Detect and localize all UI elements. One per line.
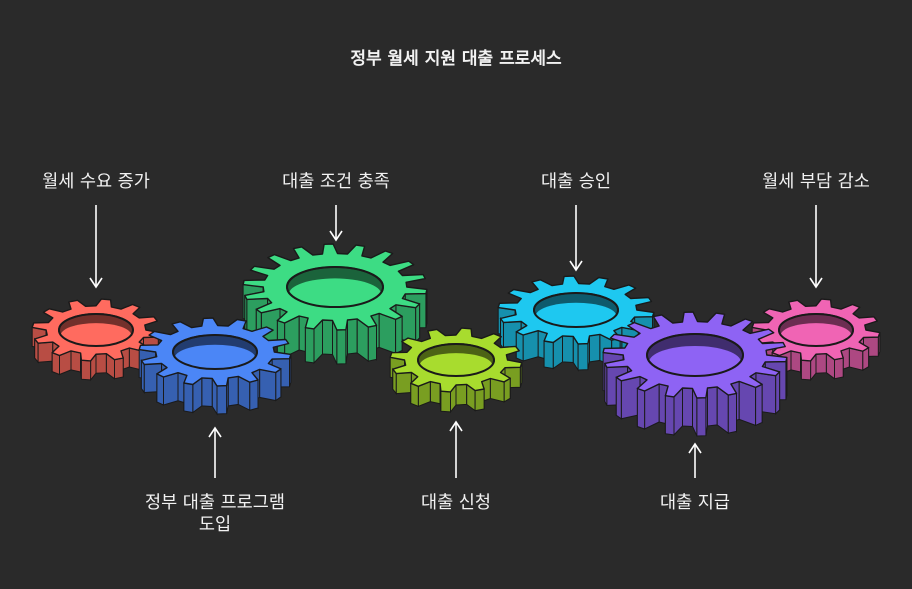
gear-hole-rim [778, 313, 854, 347]
gear-side-face [275, 367, 282, 402]
gear-side-face [70, 350, 82, 373]
step-label: 정부 대출 프로그램 [145, 493, 285, 513]
gear-side-face [415, 302, 421, 343]
gear-side-face [790, 350, 802, 373]
gear-loan-disbursement [602, 311, 788, 437]
gear-side-face [815, 353, 827, 374]
gear-side-face [755, 383, 763, 427]
step-label: 대출 지급 [660, 493, 730, 513]
gear-hole-rim [172, 334, 258, 370]
gear-hole-rim [58, 313, 134, 347]
gear-side-face [522, 330, 539, 362]
gear-loan-conditions-relaxed [242, 243, 428, 365]
gear-side-face [336, 329, 347, 365]
gear-hole-floor [648, 345, 742, 379]
gear-hole-floor [288, 278, 382, 310]
gear-side-face [114, 357, 124, 380]
gear-side-face [738, 380, 757, 427]
gear-side-face [455, 383, 468, 406]
step-loan-disbursement: 대출 지급 [660, 442, 730, 513]
arrow-head-icon [449, 420, 463, 432]
arrow-head-icon [329, 230, 343, 242]
gear-side-face [395, 315, 403, 355]
gear-hole-rim [533, 292, 619, 328]
gear-side-face [216, 385, 228, 415]
gear-side-face [589, 333, 601, 363]
gear-side-face [249, 379, 259, 411]
gear-loan-application [389, 327, 523, 414]
gear-side-face [347, 318, 358, 355]
gear-side-face [664, 395, 675, 436]
gear-side-face [440, 390, 451, 413]
gear-side-face [367, 324, 377, 362]
gear-side-face [775, 370, 781, 415]
gear-hole-floor [60, 323, 132, 349]
gear-side-face [183, 382, 194, 414]
gear-side-face [395, 371, 412, 395]
gear-hole-floor [780, 323, 852, 349]
gear-hole-floor [174, 344, 256, 372]
gear-hole-floor [419, 353, 493, 379]
diagram-title: 정부 월세 지원 대출 프로세스 [350, 49, 562, 69]
step-label: 도입 [199, 515, 231, 535]
gear-side-face [800, 359, 812, 381]
step-label: 월세 수요 증가 [42, 172, 150, 192]
gear-hole-rim [417, 343, 495, 377]
gear-side-face [51, 351, 60, 376]
gear-side-face [156, 373, 164, 406]
gear-side-face [227, 375, 239, 407]
gear-hole-rim [646, 333, 744, 377]
arrow-head-icon [569, 260, 583, 272]
arrow-head-icon [208, 426, 222, 438]
step-rent-burden-reduction: 월세 부담 감소 [762, 172, 870, 289]
arrow-head-icon [89, 277, 103, 289]
step-rent-demand-increase: 월세 수요 증가 [42, 172, 150, 289]
step-label: 대출 승인 [541, 172, 611, 192]
gear-side-face [577, 343, 589, 371]
gear-side-face [696, 397, 707, 437]
gear-side-face [201, 377, 213, 408]
gear-side-face [304, 327, 315, 364]
arrow-head-icon [688, 442, 702, 454]
gear-side-face [429, 380, 441, 405]
gear-side-face [707, 386, 718, 427]
gear-side-face [410, 382, 419, 408]
gear-gov-loan-program [138, 317, 292, 416]
step-label: 월세 부담 감소 [762, 172, 870, 192]
gear-side-face [95, 353, 107, 374]
step-loan-conditions-relaxed: 대출 조건 충족 [282, 172, 390, 242]
gear-side-face [37, 341, 54, 363]
gear-side-face [474, 388, 485, 412]
gear-side-face [644, 383, 660, 430]
gear-group [31, 243, 881, 437]
gear-side-face [322, 319, 333, 356]
gear-side-face [276, 319, 286, 358]
step-loan-application: 대출 신청 [421, 420, 491, 513]
gear-side-face [259, 368, 277, 402]
step-label: 대출 조건 충족 [282, 172, 390, 192]
gear-hole-rim [286, 266, 384, 308]
gear-side-face [378, 312, 397, 355]
gear-side-face [834, 357, 844, 380]
gear-side-face [543, 340, 554, 370]
gear-side-face [682, 387, 693, 428]
gear-side-face [636, 387, 646, 430]
gear-side-face [562, 335, 574, 364]
gear-side-face [515, 331, 524, 362]
gear-side-face [80, 359, 92, 381]
gear-side-face [727, 392, 737, 434]
arrow-head-icon [809, 277, 823, 289]
gear-side-face [615, 376, 622, 420]
gear-hole-floor [535, 302, 617, 330]
gear-side-face [163, 372, 179, 406]
step-label: 대출 신청 [421, 493, 491, 513]
step-loan-approval: 대출 승인 [541, 172, 611, 272]
